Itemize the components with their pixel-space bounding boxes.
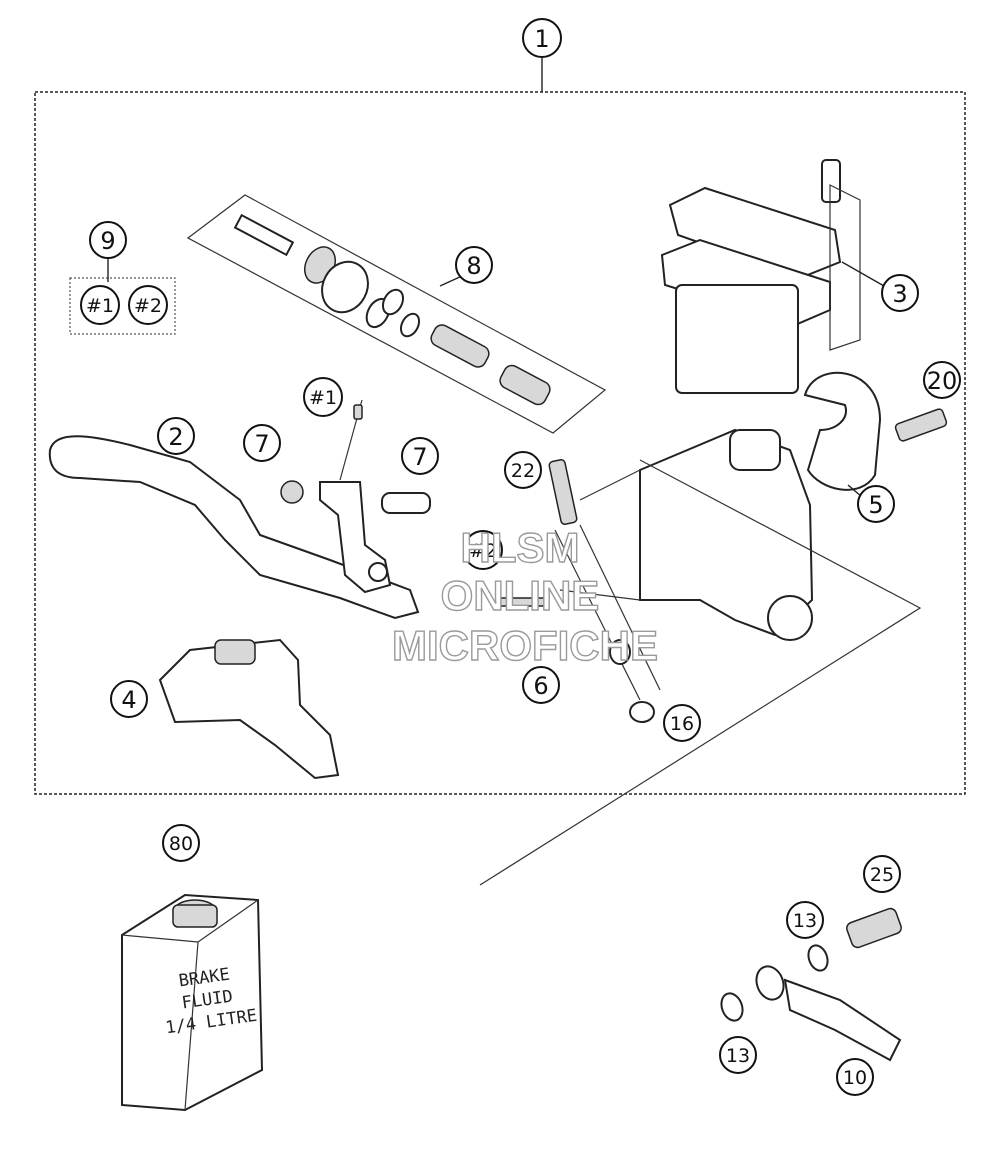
hose-assembly (720, 907, 902, 1062)
rod-guide-2 (579, 524, 661, 691)
callout-8-label: 8 (466, 252, 481, 280)
holder-4-knob (214, 639, 256, 665)
callout-80[interactable]: 80 (162, 824, 200, 862)
callout-25[interactable]: 25 (863, 855, 901, 893)
callout-9-label: 9 (100, 227, 115, 255)
leader-8 (439, 275, 463, 287)
callout-7b-label: 7 (412, 443, 427, 471)
callout-3-label: 3 (892, 280, 907, 308)
callout-2-label: 2 (168, 423, 183, 451)
callout-20-label: 20 (927, 367, 958, 395)
kit-badge-2[interactable]: #2 (128, 285, 168, 325)
callout-10-label: 10 (843, 1067, 867, 1089)
part-7b-shape (381, 492, 431, 514)
callout-16-label: 16 (670, 713, 694, 735)
kit-badge-1-label: #1 (86, 295, 114, 317)
leader-3 (841, 261, 885, 287)
kit-frame (34, 91, 966, 795)
callout-13a[interactable]: 13 (786, 901, 824, 939)
callout-8[interactable]: 8 (455, 246, 493, 284)
callout-20[interactable]: 20 (923, 361, 961, 399)
kit-badge-2-center-label: #2 (469, 540, 497, 562)
kit-badge-1-linkage-label: #1 (309, 387, 337, 409)
watermark-line-3: MICROFICHE (392, 622, 658, 669)
callout-4-label: 4 (121, 686, 136, 714)
kit-badge-1[interactable]: #1 (80, 285, 120, 325)
piston-kit-parts (233, 213, 551, 406)
watermark-line-1: HLSM (461, 524, 580, 571)
rod-guide (554, 529, 641, 701)
watermark-line-2: ONLINE (441, 572, 600, 619)
callout-7a-label: 7 (254, 430, 269, 458)
callout-16[interactable]: 16 (663, 704, 701, 742)
watermark: HLSM ONLINE MICROFICHE (391, 523, 658, 669)
clamp (803, 371, 882, 491)
master-cylinder (559, 428, 814, 641)
callout-13b[interactable]: 13 (719, 1036, 757, 1074)
kit-badge-2-center[interactable]: #2 (463, 530, 503, 570)
brake-fluid-bottle: BRAKE FLUID 1/4 LITRE (121, 893, 264, 1112)
detail-guide (479, 459, 922, 886)
callout-4[interactable]: 4 (110, 680, 148, 718)
callout-1[interactable]: 1 (522, 18, 562, 58)
callout-6-label: 6 (533, 672, 548, 700)
kit-badge-2-label: #2 (134, 295, 162, 317)
kit-9-box (69, 277, 176, 335)
reservoir-parts (660, 159, 861, 394)
callout-22-label: 22 (511, 460, 535, 482)
callout-5[interactable]: 5 (857, 485, 895, 523)
callout-9[interactable]: 9 (89, 221, 127, 259)
kit-badge-1-linkage[interactable]: #1 (303, 377, 343, 417)
callout-25-label: 25 (870, 864, 894, 886)
callout-2[interactable]: 2 (157, 417, 195, 455)
callout-1-label: 1 (534, 25, 549, 53)
callout-13a-label: 13 (793, 910, 817, 932)
part-6-shape (609, 639, 631, 665)
callout-5-label: 5 (868, 491, 883, 519)
callout-22[interactable]: 22 (504, 451, 542, 489)
callout-6[interactable]: 6 (522, 666, 560, 704)
piston-kit-outline (186, 194, 607, 434)
adjuster-linkage (319, 399, 392, 594)
holder-4 (158, 638, 340, 780)
callout-7b[interactable]: 7 (401, 437, 439, 475)
callout-10[interactable]: 10 (836, 1058, 874, 1096)
callout-7a[interactable]: 7 (243, 424, 281, 462)
bleed-screw (894, 408, 948, 442)
lever (48, 435, 420, 620)
nut-16 (629, 701, 655, 723)
callout-3[interactable]: 3 (881, 274, 919, 312)
callout-13b-label: 13 (726, 1045, 750, 1067)
part-7a-shape (280, 480, 304, 504)
callout-80-label: 80 (169, 833, 193, 855)
screw-22 (548, 459, 578, 525)
pin-shape (499, 597, 549, 607)
